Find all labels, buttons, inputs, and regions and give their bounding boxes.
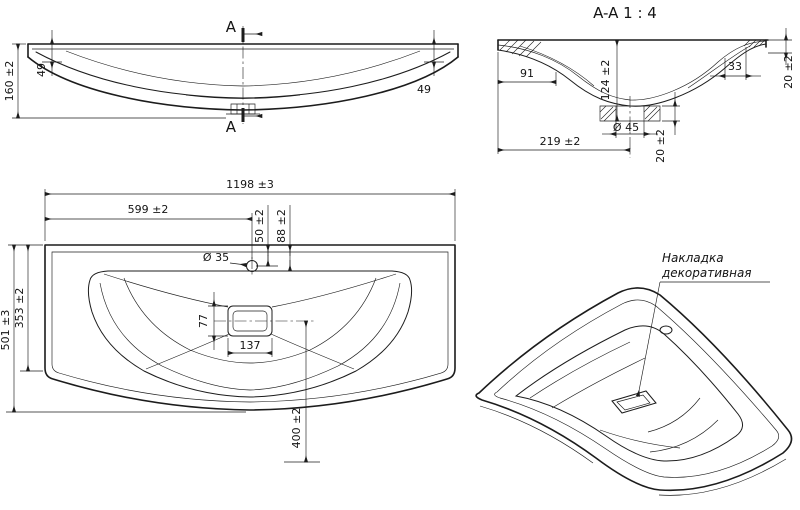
front-view: A A 160 ±2 49 49: [3, 18, 459, 136]
dim-front-offset: 400 ±2: [284, 320, 320, 463]
dim-half-width-label: 599 ±2: [128, 203, 169, 216]
dim-tap-hole-diameter: Ø 35: [203, 251, 247, 268]
dim-drain-height-label: 20 ±2: [654, 129, 667, 163]
dim-front-offset-label: 400 ±2: [290, 408, 303, 449]
dim-overall-width-label: 1198 ±3: [226, 178, 274, 191]
section-view: A-A 1 : 4 91 124: [497, 4, 795, 163]
dim-bowl-depth: 353 ±2: [8, 244, 43, 372]
dim-tap-hole-diameter-label: Ø 35: [203, 251, 229, 264]
dim-drain-diameter-label: Ø 45: [613, 121, 639, 134]
dim-overall-depth: 501 ±3: [0, 244, 246, 413]
dim-front-height: 160 ±2: [3, 43, 226, 119]
iso-callout: Накладка декоративная: [635, 251, 770, 397]
plan-tap-hole: [246, 257, 258, 276]
dim-overall-depth-label: 501 ±3: [0, 310, 12, 351]
dim-bowl-depth-label: 353 ±2: [13, 288, 26, 329]
section-hatching: [499, 39, 766, 58]
dim-drain-width: 77: [197, 292, 228, 350]
section-mark-bottom: A: [226, 118, 237, 136]
plan-view: 1198 ±3 599 ±2 50 ±2 88 ±2 Ø 35: [0, 178, 456, 463]
dim-back-ledge: 91: [497, 52, 557, 154]
iso-tap-hole: [659, 325, 673, 335]
iso-drain: [611, 390, 657, 414]
dim-rim-thickness: 20 ±2: [768, 28, 795, 89]
dim-rim-left-label: 49: [35, 63, 48, 77]
dim-drain-length: 137: [227, 338, 273, 357]
dim-back-ledge-label: 91: [520, 67, 534, 80]
dim-bowl-offset: 88 ±2: [275, 205, 293, 272]
dim-tap-offset: 50 ±2: [253, 205, 278, 267]
isometric-view: Накладка декоративная: [475, 251, 793, 496]
dim-half-width: 599 ±2: [44, 203, 253, 259]
dim-rim-right: 49: [417, 30, 444, 96]
dim-tap-offset-label: 50 ±2: [253, 209, 266, 243]
dim-drain-height: 20 ±2: [654, 92, 680, 163]
section-mark-top: A: [226, 18, 237, 36]
callout-line1: Накладка: [662, 251, 724, 265]
dim-rim-left: 49: [35, 30, 62, 77]
dim-front-ledge: 33: [710, 47, 761, 80]
dim-bowl-offset-label: 88 ±2: [275, 209, 288, 243]
dim-rim-thickness-label: 20 ±2: [782, 55, 795, 89]
dim-drain-width-label: 77: [197, 314, 210, 328]
section-cut-line: A A: [226, 18, 263, 136]
dim-depth: 124 ±2: [599, 39, 620, 122]
iso-basin: [514, 325, 743, 462]
dim-drain-length-label: 137: [240, 339, 261, 352]
plan-basin: [87, 270, 413, 398]
iso-outline: [475, 287, 793, 496]
dim-center-offset: 219 ±2: [497, 135, 631, 153]
plan-drain: [214, 305, 316, 337]
dim-drain-diameter: Ø 45: [602, 121, 658, 138]
callout-line2: декоративная: [661, 266, 752, 280]
dim-front-ledge-label: 33: [728, 60, 742, 73]
plan-outline: [44, 244, 456, 411]
section-outline: [497, 39, 769, 107]
dim-rim-right-label: 49: [417, 83, 431, 96]
dim-center-offset-label: 219 ±2: [540, 135, 581, 148]
section-title: A-A 1 : 4: [593, 4, 657, 22]
dim-front-height-label: 160 ±2: [3, 61, 16, 102]
dim-depth-label: 124 ±2: [599, 60, 612, 101]
dim-overall-width: 1198 ±3: [44, 178, 456, 241]
